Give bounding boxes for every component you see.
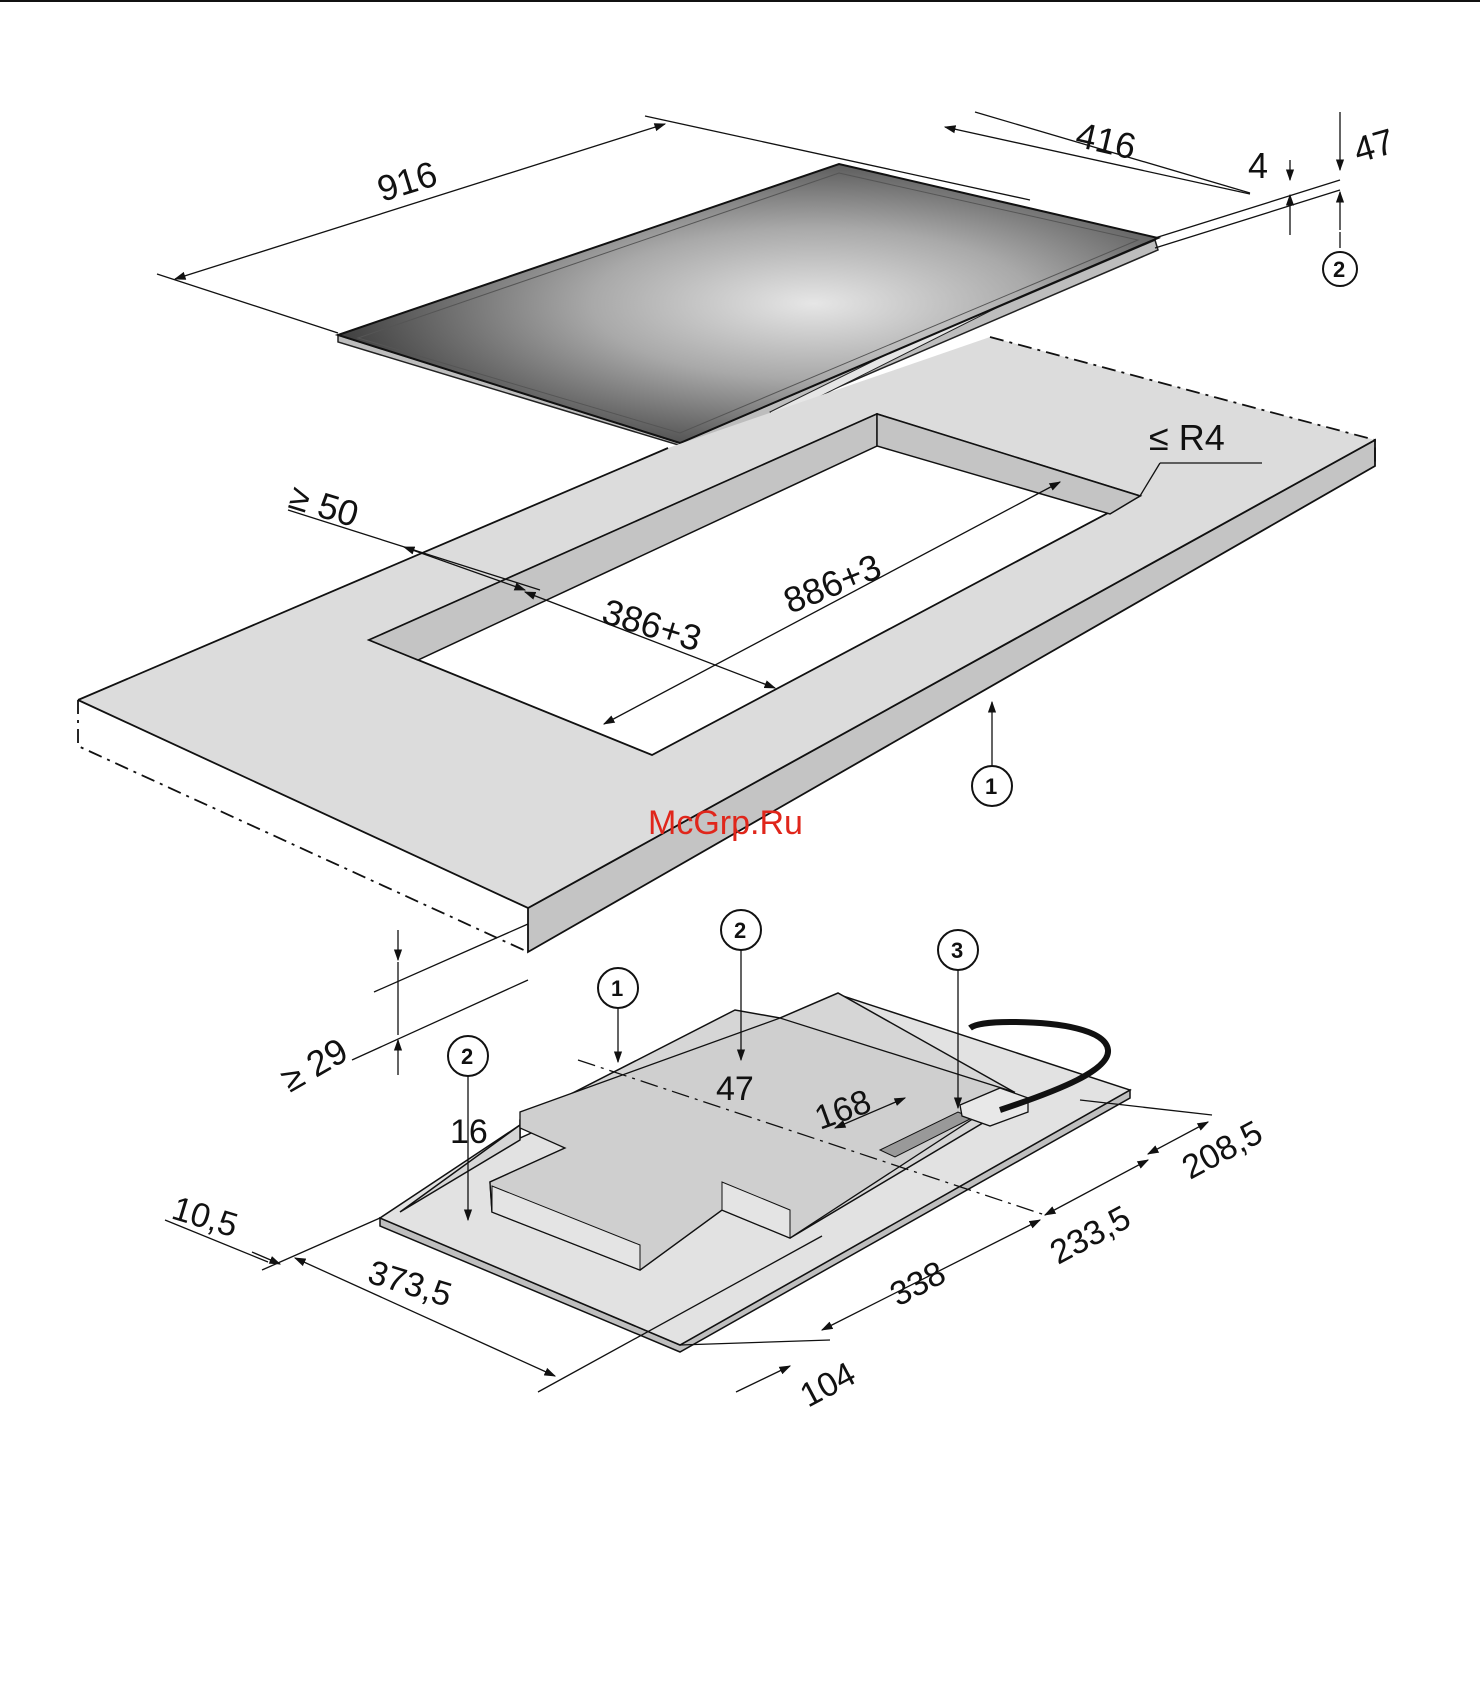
dim-16: 16 xyxy=(450,1113,488,1151)
svg-text:1: 1 xyxy=(611,976,623,1001)
watermark: McGrp.Ru xyxy=(648,804,803,842)
svg-text:2: 2 xyxy=(461,1044,473,1069)
dim-233: 233,5 xyxy=(1044,1199,1137,1273)
underside xyxy=(380,993,1130,1352)
dim-47-top: 47 xyxy=(1349,120,1399,170)
dim-416: 416 xyxy=(1072,114,1140,167)
dim-47-under: 47 xyxy=(716,1070,754,1108)
dim-r4: ≤ R4 xyxy=(1149,417,1225,458)
callout-2-underside-b: 2 xyxy=(448,1036,488,1076)
callout-1-underside: 1 xyxy=(598,968,638,1008)
callout-2-underside-a: 2 xyxy=(721,910,761,950)
callout-2-hob: 2 xyxy=(1323,252,1357,286)
svg-text:3: 3 xyxy=(951,938,963,963)
dim-104: 104 xyxy=(794,1355,862,1415)
dim-10-5: 10,5 xyxy=(168,1189,242,1245)
dim-min-50: ≥ 50 xyxy=(285,475,364,535)
dim-373-5: 373,5 xyxy=(364,1253,456,1314)
dim-4: 4 xyxy=(1248,145,1268,186)
callout-1-worktop: 1 xyxy=(972,766,1012,806)
dim-916: 916 xyxy=(372,153,441,210)
dim-208: 208,5 xyxy=(1176,1114,1269,1188)
callout-3-underside: 3 xyxy=(938,930,978,970)
dim-min-29: ≥ 29 xyxy=(274,1030,355,1100)
dim-338: 338 xyxy=(884,1254,952,1314)
svg-text:2: 2 xyxy=(734,918,746,943)
svg-text:2: 2 xyxy=(1333,257,1345,282)
svg-text:1: 1 xyxy=(985,774,997,799)
